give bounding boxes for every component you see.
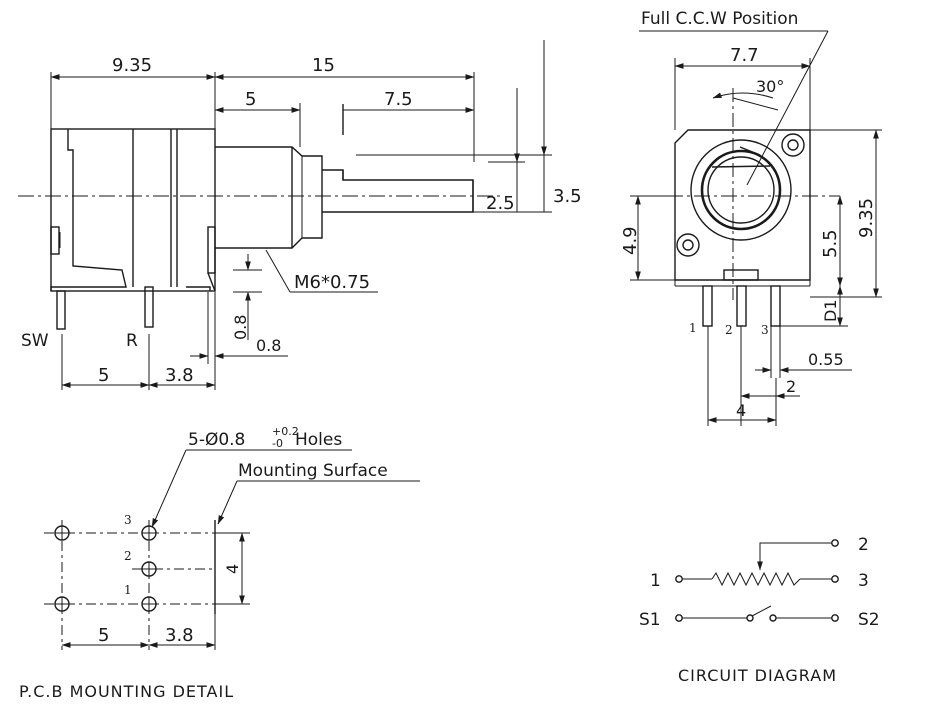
terminal-s2: S2	[858, 610, 880, 630]
dim-front-width: 7.7	[730, 45, 759, 66]
pcb-pin-3: 3	[124, 513, 132, 527]
dim-pin-span: 4	[736, 401, 746, 420]
front-pin-3: 3	[761, 323, 769, 337]
side-bushing	[215, 146, 323, 249]
dim-tab-height: 0.8	[231, 315, 250, 340]
front-pin-2: 2	[725, 323, 733, 337]
dim-pcb-spacing-b: 3.8	[165, 625, 194, 646]
holes-label: 5-Ø0.8	[188, 430, 245, 450]
dim-angle: 30°	[756, 77, 784, 96]
front-view: Full C.C.W Position 7.7 30°	[620, 9, 882, 426]
dim-body-width: 9.35	[112, 55, 152, 76]
pcb-pin-1: 1	[124, 583, 132, 597]
dim-shaft-flat: 7.5	[384, 89, 413, 110]
holes-suffix: Holes	[295, 430, 342, 450]
terminal-2: 2	[858, 535, 869, 555]
dim-total-length: 15	[312, 55, 335, 76]
circuit-caption: CIRCUIT DIAGRAM	[678, 666, 837, 685]
terminal-s1: S1	[639, 610, 661, 630]
terminal-3: 3	[858, 571, 869, 591]
dim-pin-width: 0.55	[808, 350, 844, 369]
dim-bush-length: 5	[245, 89, 256, 110]
side-pins	[56, 286, 154, 330]
dim-pcb-spacing-a: 5	[98, 625, 109, 646]
terminal-1: 1	[650, 571, 661, 591]
dim-pcb-height: 4	[223, 564, 242, 574]
dim-sw-to-r: 5	[98, 365, 109, 386]
thread-label: M6*0.75	[294, 272, 370, 293]
side-shaft	[322, 169, 474, 213]
side-view: 9.35 15 5 7.5 2.5 3.5 M6*0.75 0.8	[18, 40, 582, 390]
dim-front-height: 9.35	[856, 198, 877, 238]
circuit-diagram: 2 1 3 S1 S2 CIRCUIT DIAGRAM	[639, 535, 880, 685]
dim-upper: 5.5	[820, 229, 841, 258]
ccw-title: Full C.C.W Position	[641, 9, 798, 29]
holes-tol-plus: +0.2	[272, 425, 299, 438]
surface-label: Mounting Surface	[238, 461, 388, 481]
side-body	[50, 128, 216, 292]
holes-tol-minus: -0	[272, 437, 283, 450]
front-pin-1: 1	[689, 321, 697, 335]
pin-label-r: R	[126, 331, 138, 351]
dim-pin-pitch: 2	[786, 377, 796, 396]
dim-r-to-bush: 3.8	[165, 365, 194, 386]
pcb-detail: 5-Ø0.8 +0.2 -0 Holes Mounting Surface	[19, 425, 420, 701]
pcb-pin-2: 2	[124, 549, 132, 563]
pin-label-sw: SW	[21, 331, 49, 351]
dim-center-height: 4.9	[620, 226, 641, 255]
dim-flat-depth: 2.5	[486, 193, 515, 214]
dim-flat-height: 3.5	[553, 186, 582, 207]
pcb-caption: P.C.B MOUNTING DETAIL	[19, 682, 234, 701]
pcb-holes	[54, 525, 157, 612]
dim-pin-length: D1	[821, 300, 840, 323]
dim-tab-width: 0.8	[256, 336, 281, 355]
